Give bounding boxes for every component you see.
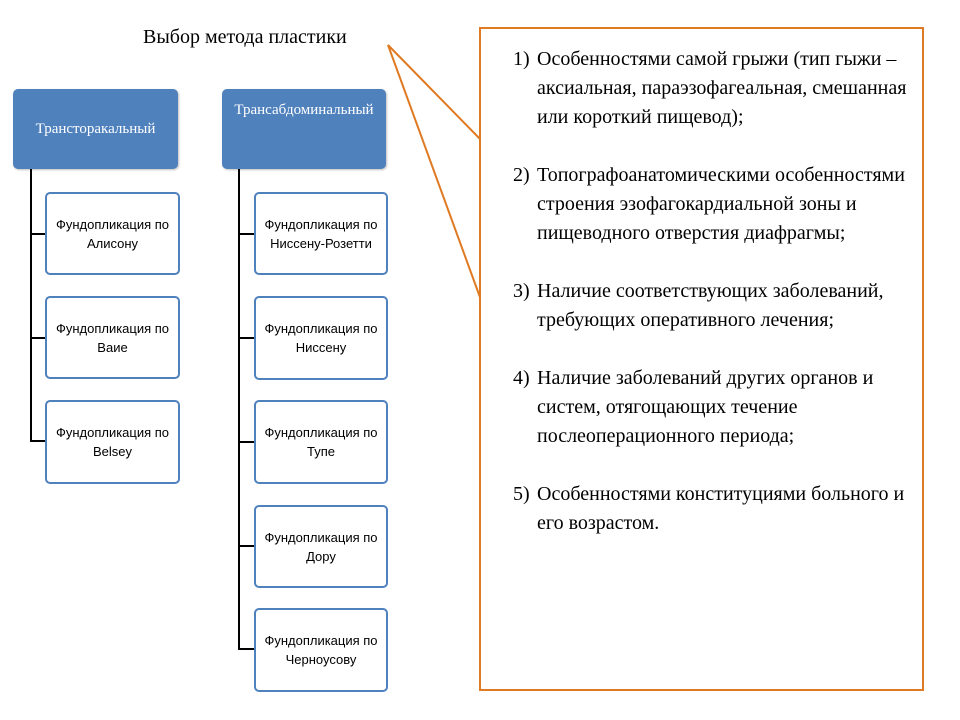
criteria-item: 4) Наличие заболеваний других органов и с… <box>513 364 912 451</box>
criteria-number: 5) <box>513 483 530 505</box>
right-branch-tick <box>238 337 255 339</box>
left-child-box: Фундопликация по Алисону <box>45 192 180 275</box>
left-branch-tick <box>30 233 46 235</box>
right-branch-tick <box>238 545 255 547</box>
left-branch-vertical-line <box>30 169 32 441</box>
right-child-box: Фундопликация по Черноусову <box>254 608 388 692</box>
right-branch-tick <box>238 441 255 443</box>
right-branch-tick <box>238 233 255 235</box>
criteria-text: Наличие соответствующих заболеваний, тре… <box>537 280 884 331</box>
left-child-box: Фундопликация по Belsey <box>45 400 180 484</box>
left-branch-tick <box>30 337 46 339</box>
criteria-number: 2) <box>513 164 530 186</box>
criteria-callout: 1) Особенностями самой грыжи (тип гыжи – … <box>479 27 924 691</box>
right-branch-vertical-line <box>238 169 240 649</box>
criteria-item: 3) Наличие соответствующих заболеваний, т… <box>513 277 912 335</box>
left-child-box: Фундопликация по Baиe <box>45 296 180 379</box>
right-child-box: Фундопликация по Дору <box>254 505 388 588</box>
criteria-item: 1) Особенностями самой грыжи (тип гыжи – … <box>513 45 912 132</box>
criteria-list: 1) Особенностями самой грыжи (тип гыжи – … <box>481 29 922 538</box>
right-child-box: Фундопликация по Ниссену-Розетти <box>254 192 388 275</box>
right-child-box: Фундопликация по Ниссену <box>254 296 388 380</box>
criteria-text: Топографоанатомическими особенностями ст… <box>537 164 905 244</box>
criteria-text: Особенностями самой грыжи (тип гыжи – ак… <box>537 48 907 128</box>
criteria-number: 1) <box>513 48 530 70</box>
criteria-text: Особенностями конституциями больного и е… <box>537 483 905 534</box>
criteria-number: 3) <box>513 280 530 302</box>
transabdominal-header: Трансабдоминальный <box>222 89 386 169</box>
criteria-number: 4) <box>513 367 530 389</box>
left-branch-tick <box>30 440 46 442</box>
right-branch-tick <box>238 648 255 650</box>
criteria-text: Наличие заболеваний других органов и сис… <box>537 367 874 447</box>
diagram-title: Выбор метода пластики <box>143 26 347 48</box>
criteria-item: 2) Топографоанатомическими особенностями … <box>513 161 912 248</box>
criteria-item: 5) Особенностями конституциями больного и… <box>513 480 912 538</box>
transthoracic-header: Трансторакальный <box>13 89 178 169</box>
right-child-box: Фундопликация по Тупе <box>254 400 388 484</box>
